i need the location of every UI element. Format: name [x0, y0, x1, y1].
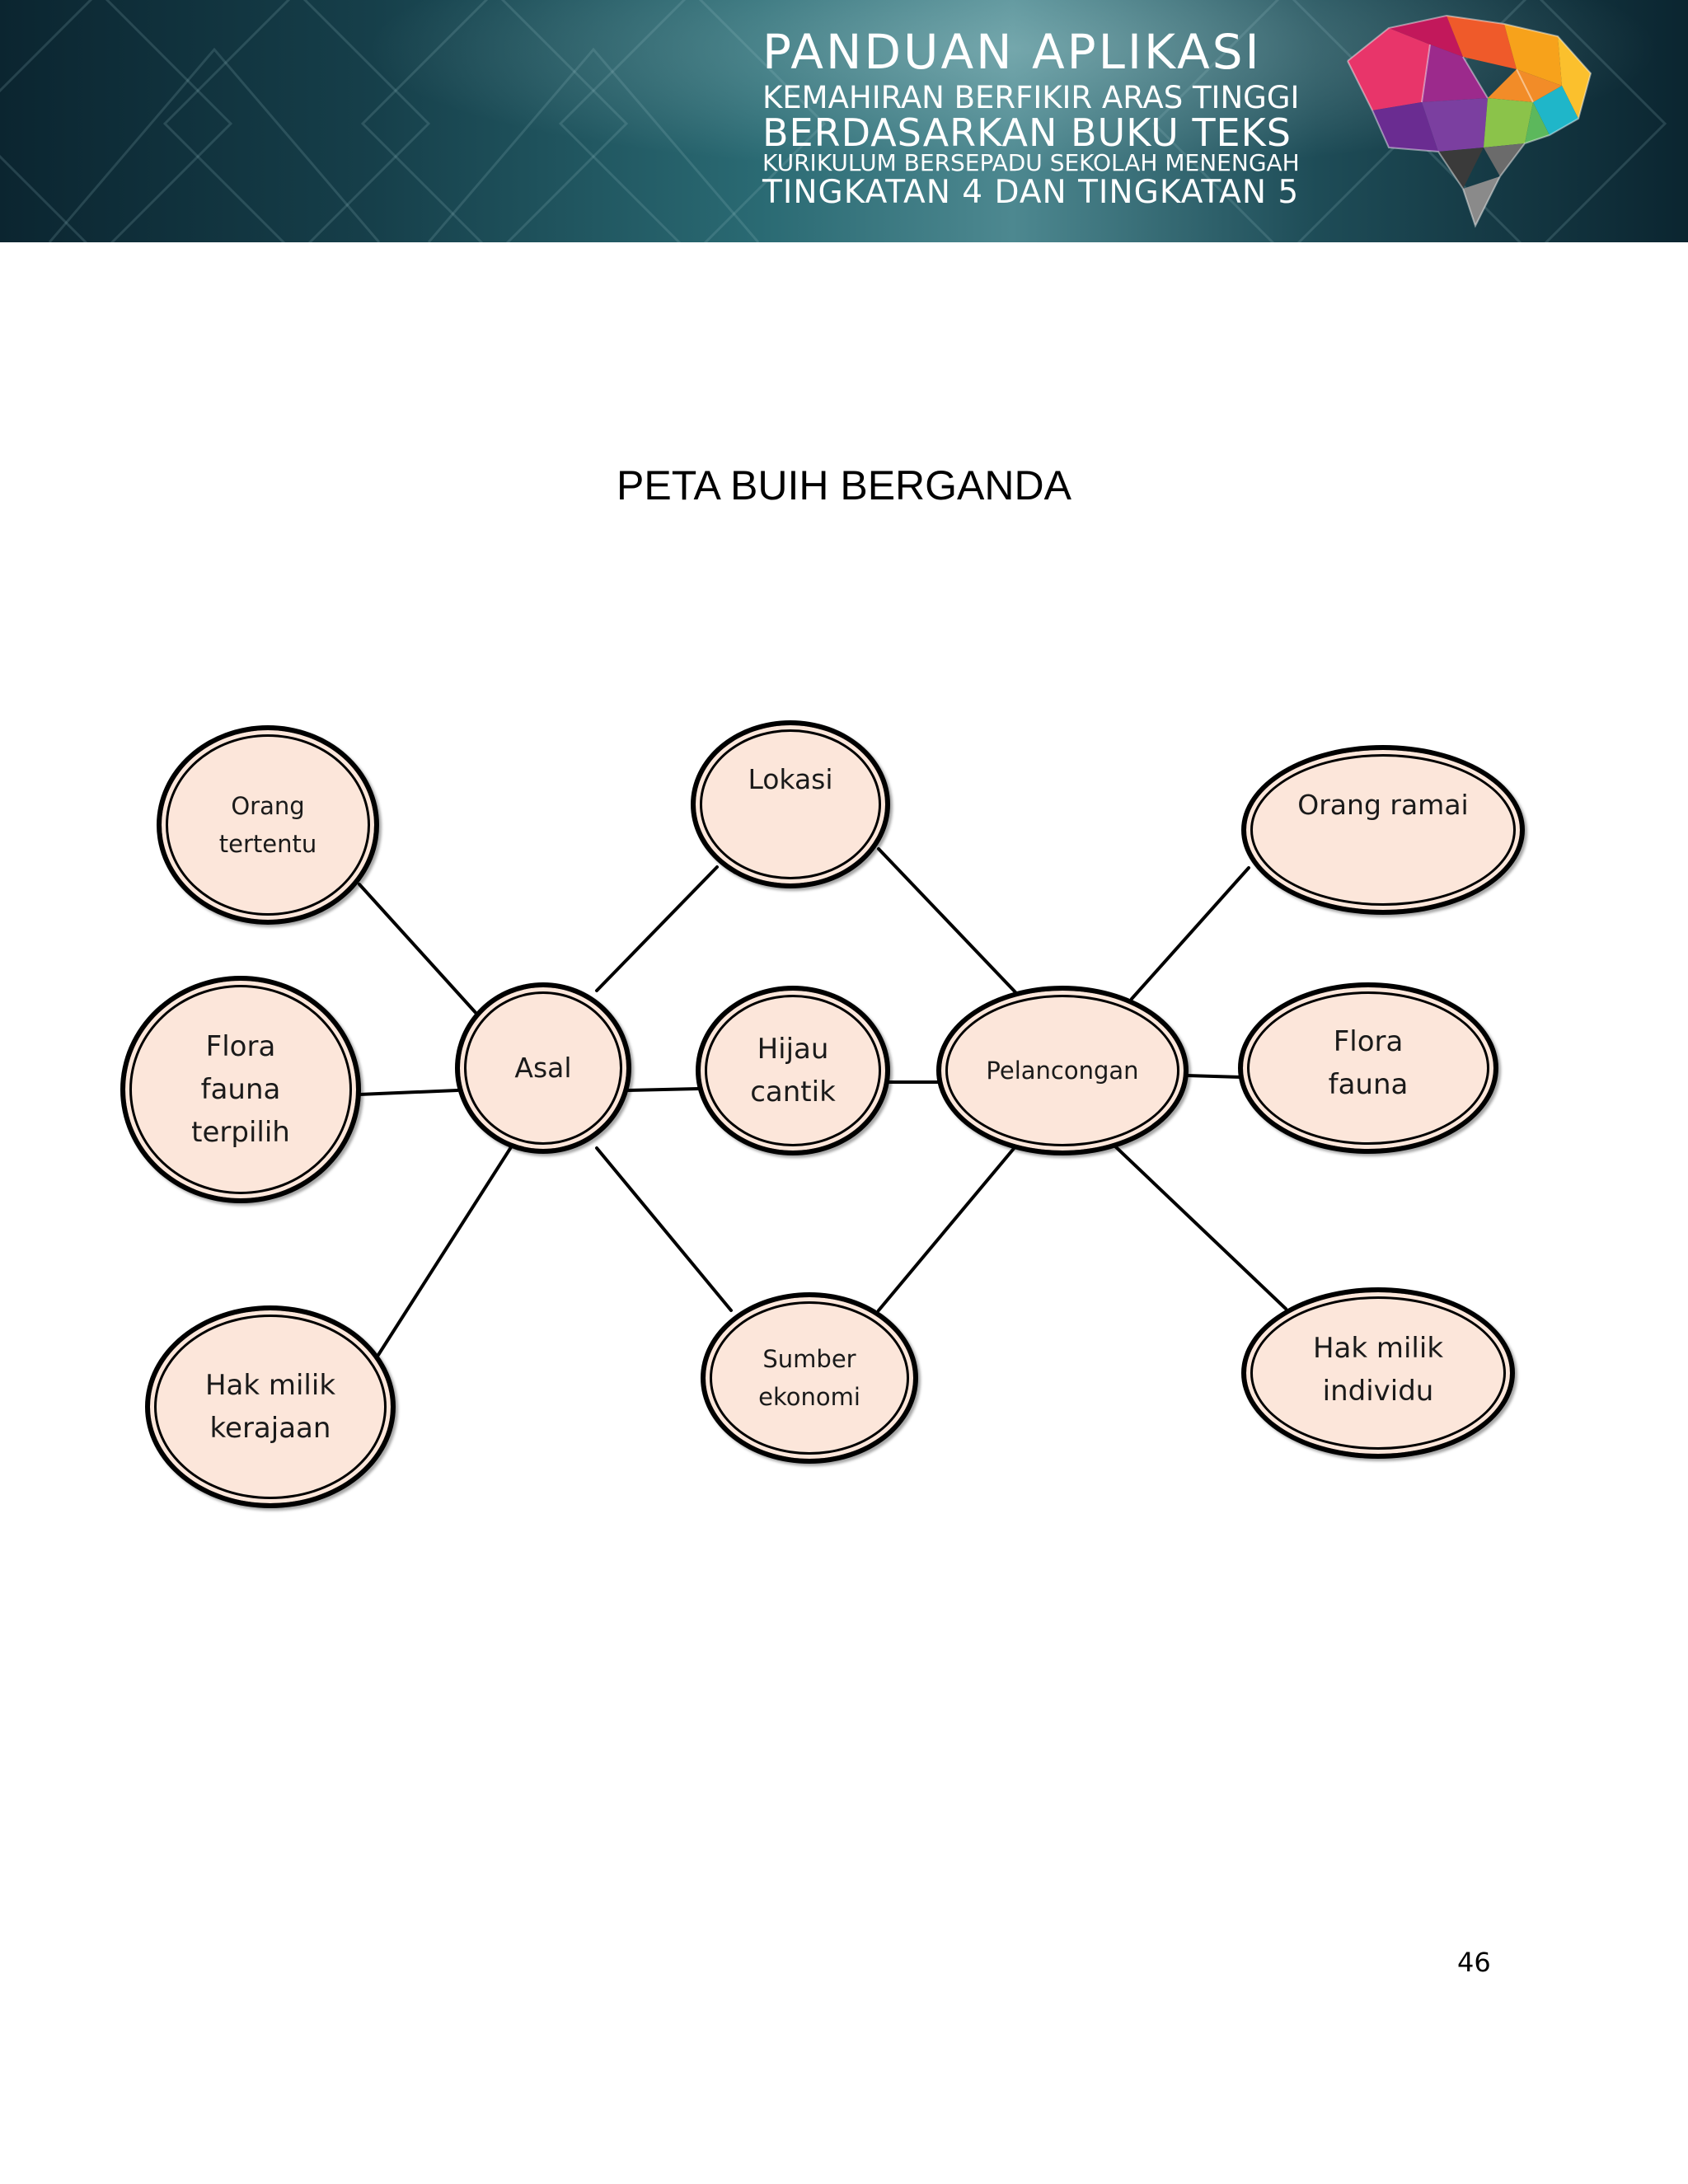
bubble-shared-hijau-cantik: Hijau cantik — [696, 986, 890, 1155]
bubble-right-orang-ramai-label: Orang ramai — [1297, 789, 1469, 821]
bubble-topic-pelancongan-label: Pelancongan — [986, 1057, 1139, 1085]
bubble-topic-pelancongan: Pelancongan — [936, 986, 1189, 1155]
banner-line-1: PANDUAN APLIKASI — [762, 24, 1262, 80]
banner-line-5: TINGKATAN 4 DAN TINGKATAN 5 — [762, 174, 1300, 211]
connector-asal-hijau-cantik — [625, 1087, 701, 1092]
connector-pelancongan-orang-ramai — [1130, 866, 1250, 1001]
bubble-shared-sumber-ekonomi: Sumber ekonomi — [701, 1292, 918, 1464]
bubble-right-flora-fauna-label: Flora fauna — [1328, 1025, 1409, 1101]
bubble-right-orang-ramai: Orang ramai — [1241, 745, 1525, 915]
connector-asal-hak-milik-kerajaan — [377, 1146, 513, 1357]
connector-asal-orang-tertentu — [358, 883, 480, 1017]
bubble-left-flora-fauna-terpilih: Flora fauna terpilih — [120, 976, 361, 1203]
banner-line-4: KURIKULUM BERSEPADU SEKOLAH MENENGAH — [762, 149, 1300, 176]
bubble-shared-lokasi: Lokasi — [691, 720, 890, 888]
brain-logo-icon — [1347, 14, 1592, 228]
connector-pelancongan-sumber-ekonomi — [877, 1144, 1018, 1312]
header-banner: PANDUAN APLIKASI KEMAHIRAN BERFIKIR ARAS… — [0, 0, 1688, 242]
bubble-topic-asal: Asal — [455, 982, 631, 1154]
connector-asal-flora-fauna-terpilih — [358, 1089, 459, 1096]
page-number: 46 — [1457, 1947, 1491, 1978]
bubble-topic-asal-label: Asal — [514, 1052, 572, 1084]
connector-pelancongan-flora-fauna — [1185, 1074, 1243, 1079]
bubble-shared-lokasi-label: Lokasi — [748, 763, 833, 795]
bubble-shared-hijau-cantik-label: Hijau cantik — [750, 1033, 836, 1108]
banner-line-3: BERDASARKAN BUKU TEKS — [762, 110, 1292, 155]
connector-pelancongan-lokasi — [877, 847, 1018, 995]
bubble-left-flora-fauna-terpilih-label: Flora fauna terpilih — [191, 1030, 290, 1149]
page-title: PETA BUIH BERGANDA — [617, 462, 1071, 509]
connector-asal-sumber-ekonomi — [595, 1146, 733, 1312]
bubble-right-hak-milik-individu: Hak milik individu — [1241, 1287, 1515, 1459]
bubble-shared-sumber-ekonomi-label: Sumber ekonomi — [758, 1345, 860, 1411]
connector-pelancongan-hak-milik-individu — [1113, 1144, 1287, 1310]
bubble-right-hak-milik-individu-label: Hak milik individu — [1312, 1332, 1444, 1408]
bubble-left-orang-tertentu: Orang tertentu — [157, 725, 379, 925]
connector-asal-lokasi — [595, 865, 719, 992]
banner-line-2: KEMAHIRAN BERFIKIR ARAS TINGGI — [762, 80, 1300, 115]
bubble-left-hak-milik-kerajaan-label: Hak milik kerajaan — [204, 1369, 336, 1445]
bubble-left-hak-milik-kerajaan: Hak milik kerajaan — [145, 1305, 396, 1508]
banner-title-block: PANDUAN APLIKASI KEMAHIRAN BERFIKIR ARAS… — [762, 28, 1300, 209]
bubble-left-orang-tertentu-label: Orang tertentu — [218, 792, 317, 858]
bubble-right-flora-fauna: Flora fauna — [1238, 982, 1498, 1154]
